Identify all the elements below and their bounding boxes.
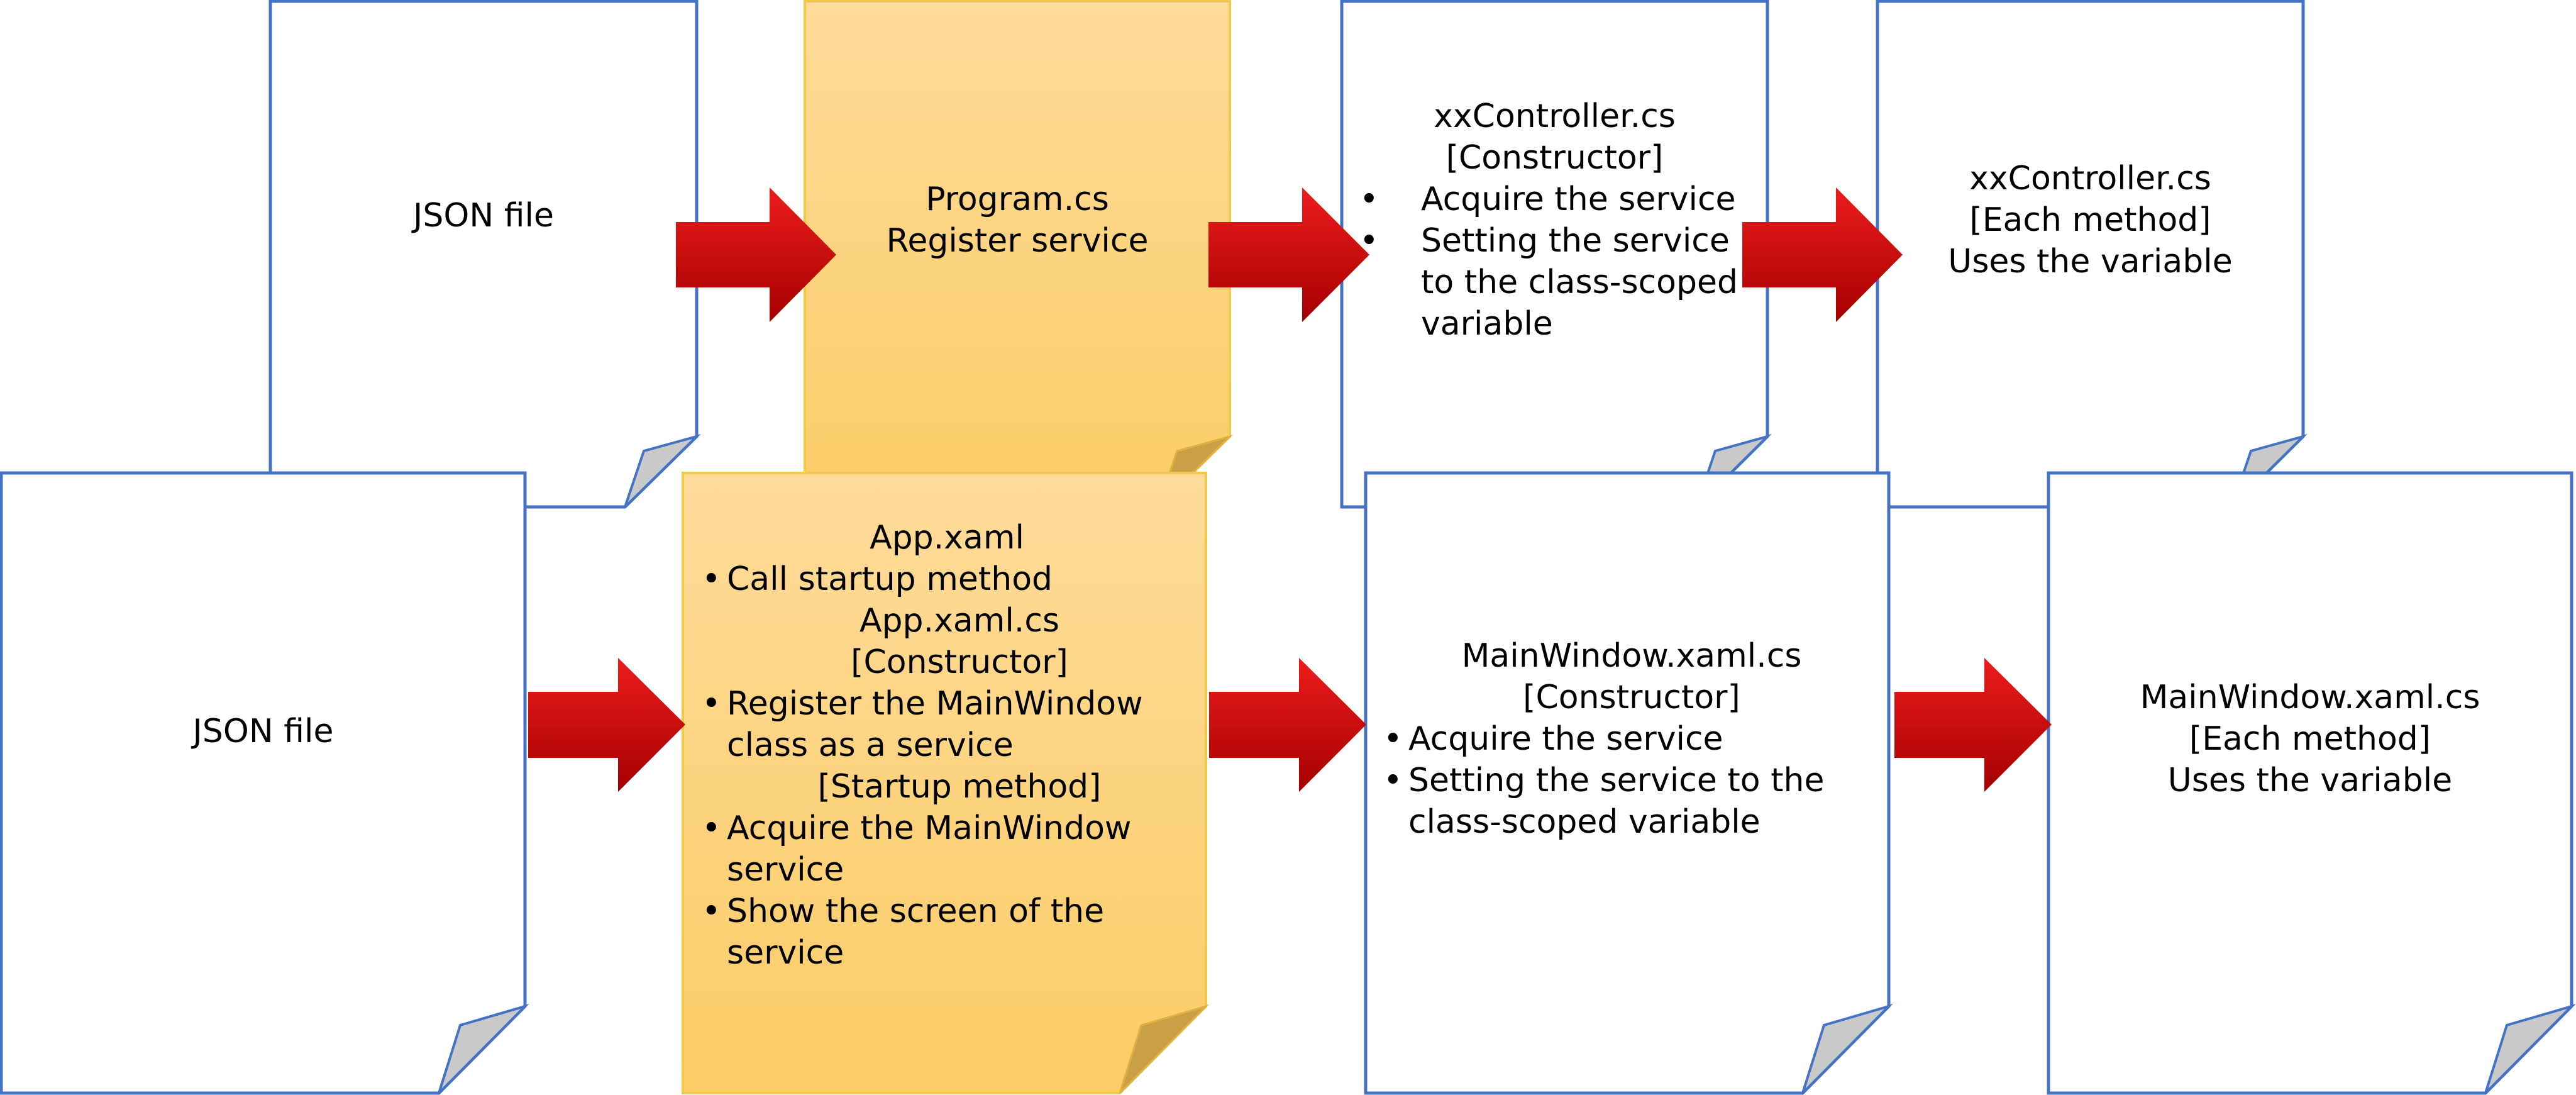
bottom-app-sticky xyxy=(682,472,1210,1094)
top-controller-ctor-text: xxController.cs [Constructor] •Acquire t… xyxy=(1352,96,1767,345)
bottom-mainwindow-ctor-title: MainWindow.xaml.cs xyxy=(1461,637,1802,675)
bottom-mainwindow-ctor-section: [Constructor] xyxy=(1523,679,1740,716)
bottom-mainwindow-method-title: MainWindow.xaml.cs xyxy=(2140,679,2480,716)
list-item: •Acquire the service xyxy=(1383,720,1723,758)
top-controller-method-section: [Each method] xyxy=(1969,201,2211,239)
bottom-mainwindow-method-desc: Uses the variable xyxy=(2167,762,2453,799)
list-item: •Call startup method xyxy=(702,560,1053,598)
bottom-mainwindow-method-section: [Each method] xyxy=(2189,720,2431,758)
top-controller-ctor-title: xxController.cs xyxy=(1434,97,1676,135)
list-item: •Acquire the service xyxy=(1359,181,1736,218)
bottom-mainwindow-method-text: MainWindow.xaml.cs [Each method] Uses th… xyxy=(2048,677,2572,801)
list-item: •Acquire the MainWindow service xyxy=(702,809,1132,889)
bottom-arrow-1 xyxy=(528,658,685,792)
bottom-app-bullets-2: •Register the MainWindow class as a serv… xyxy=(702,683,1192,766)
bottom-arrow-2 xyxy=(1209,658,1366,792)
list-item: •Register the MainWindow class as a serv… xyxy=(702,685,1143,764)
top-program-text: Program.cs Register service xyxy=(805,179,1230,262)
bottom-app-bullets-3: •Acquire the MainWindow service •Show th… xyxy=(702,808,1192,974)
top-controller-ctor-bullets: •Acquire the service •Setting the servic… xyxy=(1352,179,1742,345)
bottom-mainwindow-method-page xyxy=(2047,471,2576,1095)
bottom-mainwindow-ctor-bullets: •Acquire the service •Setting the servic… xyxy=(1383,718,1861,843)
bottom-mainwindow-ctor-page xyxy=(1364,471,1893,1095)
bottom-json-text: JSON file xyxy=(1,711,525,752)
list-item: •Setting the service to the class-scoped… xyxy=(1383,762,1825,841)
bottom-app-text: App.xaml •Call startup method App.xaml.c… xyxy=(702,517,1192,974)
bottom-app-cs-title: App.xaml.cs xyxy=(859,602,1060,640)
top-json-page xyxy=(268,0,701,509)
bottom-app-bullets-1: •Call startup method xyxy=(702,559,1192,600)
top-arrow-2 xyxy=(1208,187,1369,322)
list-item: •Setting the service to the class-scoped… xyxy=(1359,222,1738,343)
bottom-arrow-3 xyxy=(1894,658,2052,792)
bottom-app-ctor-section: [Constructor] xyxy=(851,643,1068,681)
bottom-json-page xyxy=(0,471,529,1095)
bottom-mainwindow-ctor-text: MainWindow.xaml.cs [Constructor] •Acquir… xyxy=(1383,635,1880,843)
top-arrow-3 xyxy=(1742,187,1903,322)
bottom-app-startup-section: [Startup method] xyxy=(817,768,1102,806)
top-json-title: JSON file xyxy=(413,197,554,235)
bottom-json-title: JSON file xyxy=(192,713,334,750)
top-program-subtitle: Register service xyxy=(886,222,1149,260)
top-controller-method-title: xxController.cs xyxy=(1969,160,2211,197)
top-json-text: JSON file xyxy=(270,195,697,236)
bottom-app-title: App.xaml xyxy=(870,519,1024,557)
top-program-title: Program.cs xyxy=(926,181,1109,218)
top-controller-method-text: xxController.cs [Each method] Uses the v… xyxy=(1877,158,2303,282)
top-arrow-1 xyxy=(676,187,836,322)
top-controller-ctor-section: [Constructor] xyxy=(1446,139,1664,177)
top-controller-method-desc: Uses the variable xyxy=(1948,243,2233,281)
list-item: •Show the screen of the service xyxy=(702,892,1105,972)
